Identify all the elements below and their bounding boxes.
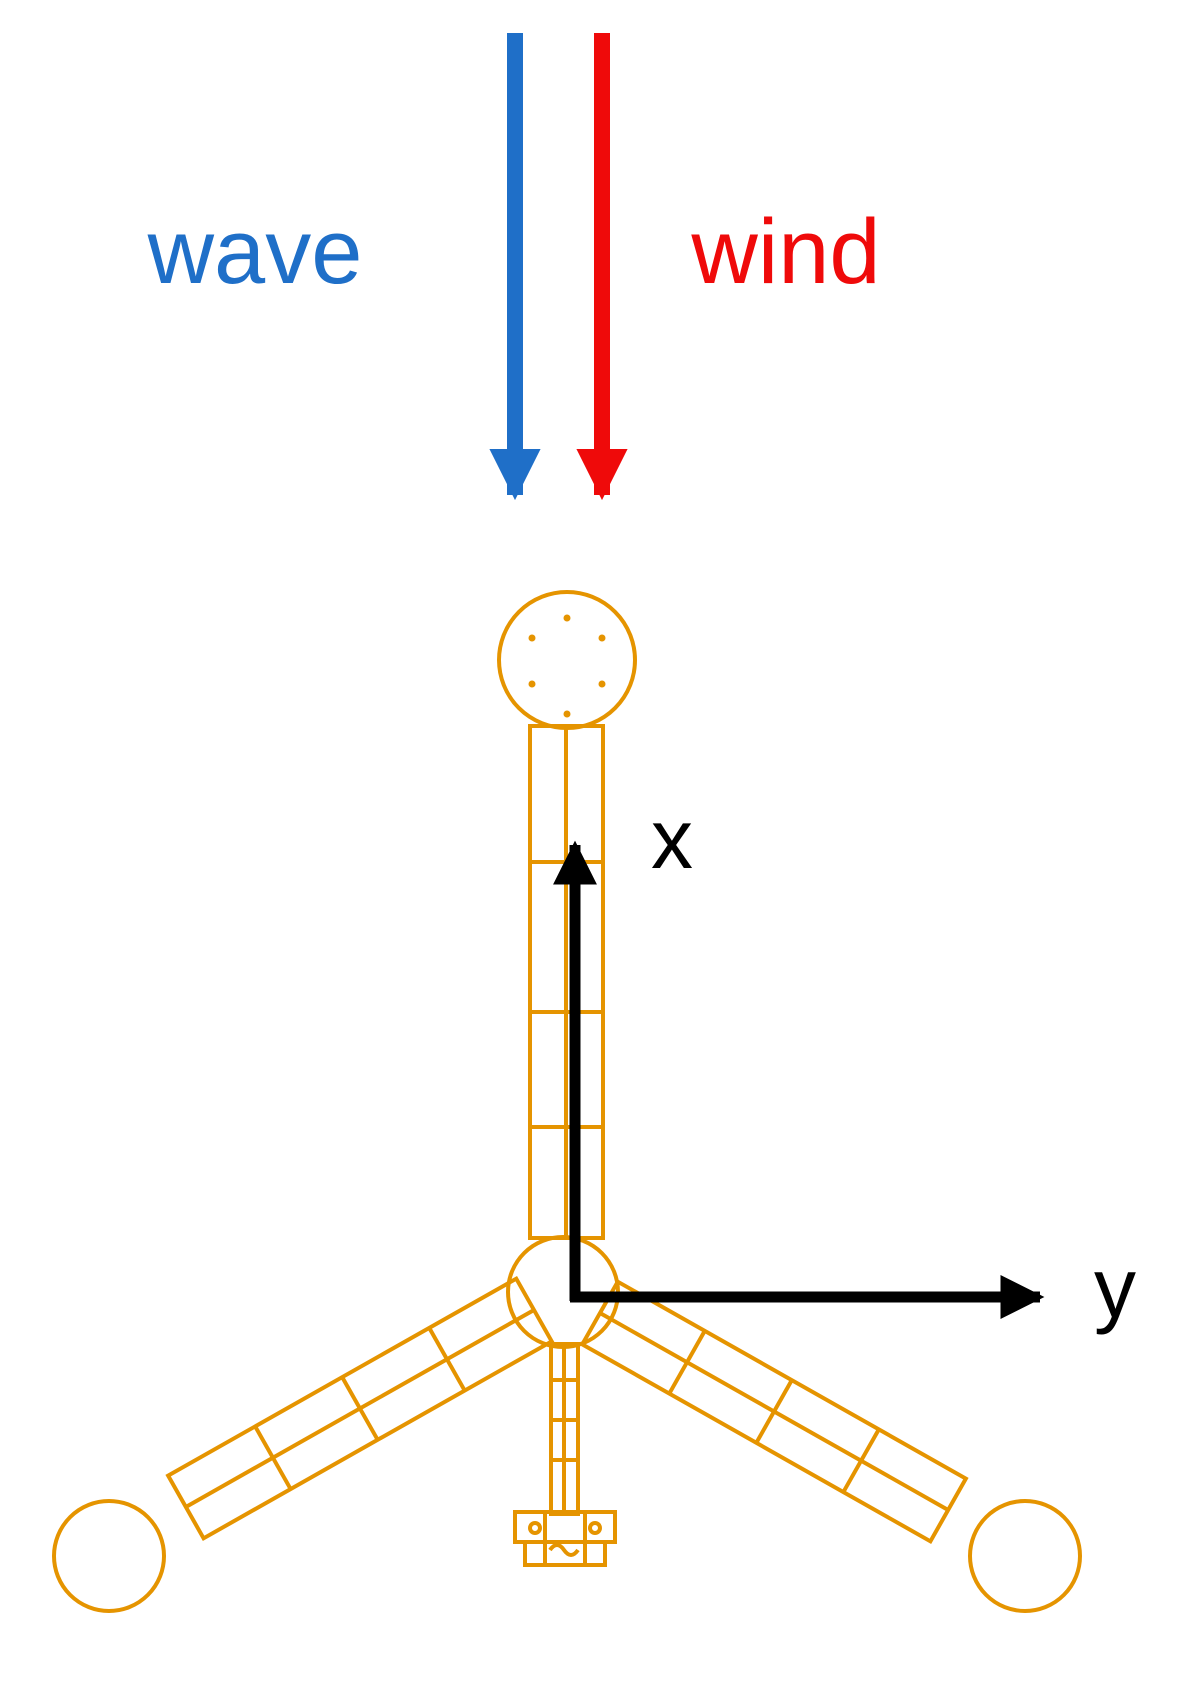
left-pontoon <box>165 1275 555 1542</box>
right-pontoon <box>579 1278 969 1545</box>
right-column <box>968 1499 1082 1613</box>
x-axis-label: x <box>651 792 693 886</box>
lower-stem <box>513 1342 617 1567</box>
left-column <box>52 1499 166 1613</box>
vertical-pontoon <box>528 724 605 1240</box>
top-column <box>497 590 637 730</box>
wave-label: wave <box>147 201 363 303</box>
y-axis-label: y <box>1094 1241 1136 1335</box>
platform-structure <box>52 590 1082 1613</box>
wind-label: wind <box>690 201 880 303</box>
